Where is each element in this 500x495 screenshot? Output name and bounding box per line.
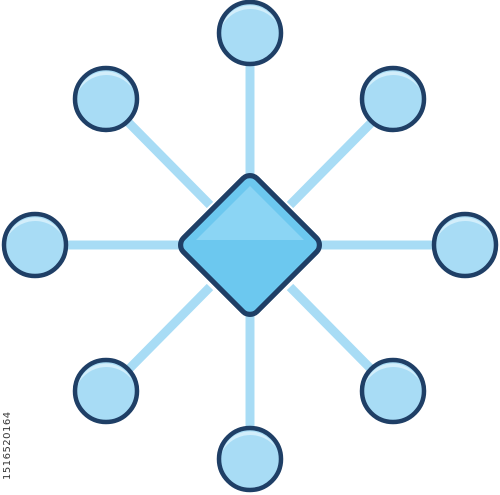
node-top-left xyxy=(72,65,140,133)
node-left xyxy=(1,211,69,279)
node-top-right xyxy=(359,65,427,133)
stock-id-watermark: 1516520164 xyxy=(2,411,13,480)
node-top xyxy=(216,0,284,67)
connector-bottom-right xyxy=(286,283,376,374)
hub-diamond xyxy=(178,173,322,317)
node-bottom-left xyxy=(72,357,140,425)
connector-lines xyxy=(62,60,438,432)
node-bottom xyxy=(216,425,284,493)
connector-bottom-left xyxy=(124,283,214,374)
connector-top-right xyxy=(286,118,376,209)
node-right xyxy=(431,211,499,279)
node-bottom-right xyxy=(359,357,427,425)
connector-top-left xyxy=(124,118,214,209)
